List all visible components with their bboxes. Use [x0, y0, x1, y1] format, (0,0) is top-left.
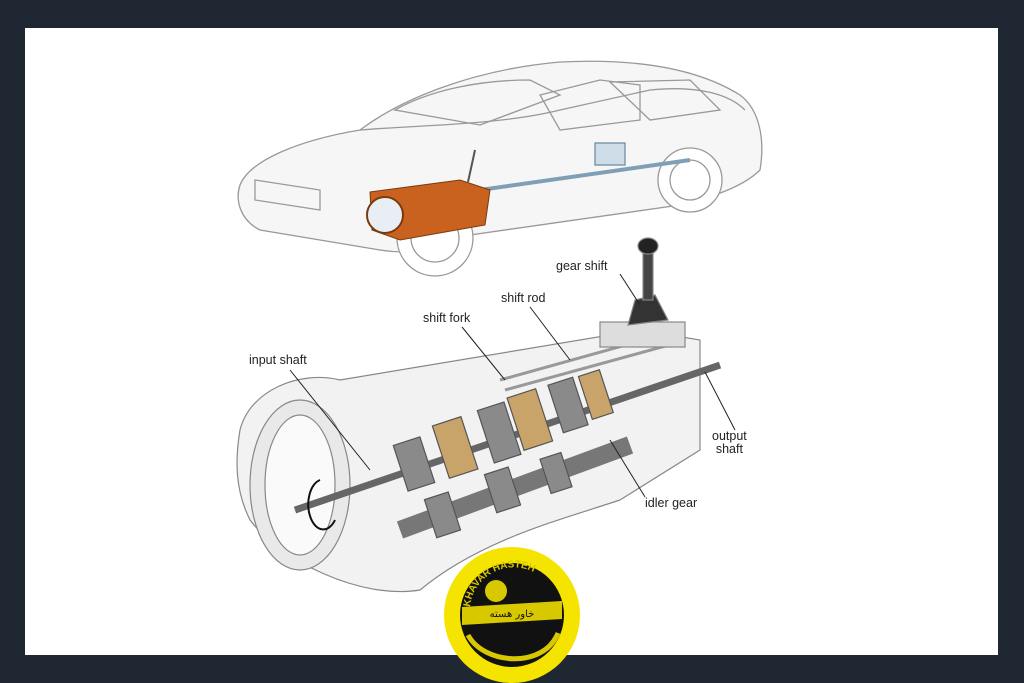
label-input-shaft: input shaft [249, 353, 307, 367]
label-shift-rod: shift rod [501, 291, 546, 305]
transmission-cutaway [236, 237, 722, 593]
label-output-shaft-line1: output [712, 429, 747, 443]
khavar-hasteh-logo: KHAVAR HASTEH خاور هسته [444, 547, 580, 683]
car-transmission-highlight [366, 149, 491, 241]
car-illustration [237, 60, 763, 277]
label-output-shaft-line2: shaft [715, 442, 743, 456]
logo-persian-text: خاور هسته [490, 609, 535, 620]
label-output-shaft: output shaft [712, 430, 747, 456]
label-gear-shift: gear shift [556, 259, 608, 273]
label-shift-fork: shift fork [423, 311, 471, 325]
leader-lines [289, 273, 736, 498]
label-idler-gear: idler gear [645, 496, 698, 510]
